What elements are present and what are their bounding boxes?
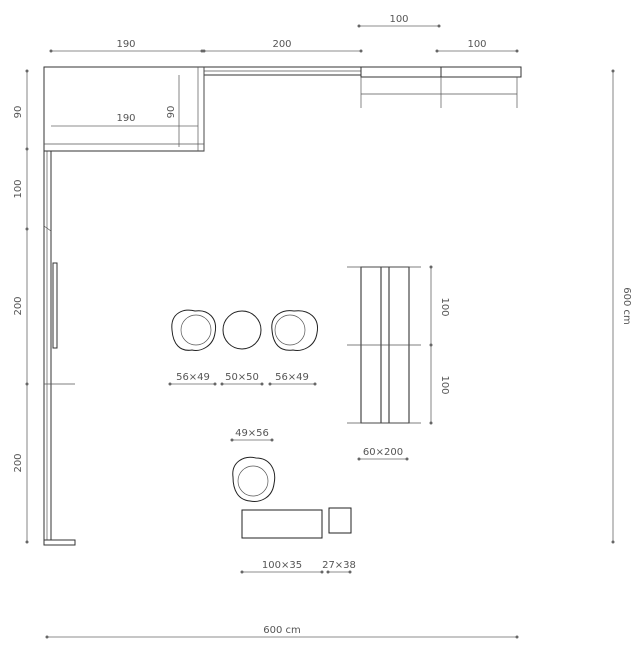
dim-bottom-total: 600 cm — [263, 625, 301, 636]
furniture — [171, 266, 421, 539]
armchair-2 — [271, 310, 318, 351]
dim-chair-1: 56×49 — [176, 372, 210, 383]
dim-right-total: 600 cm — [621, 287, 632, 325]
dimension-lines — [25, 24, 615, 639]
dim-chair-3: 49×56 — [235, 428, 269, 439]
dimension-labels: 190 200 100 100 190 90 90 100 200 200 10… — [13, 14, 632, 636]
dim-left-100: 100 — [13, 179, 24, 198]
dim-top-100-upper: 100 — [389, 14, 408, 25]
dim-stool: 27×38 — [322, 560, 356, 571]
left-wall-foot — [43, 539, 76, 546]
armchair-1 — [171, 309, 217, 351]
dim-left-200-b: 200 — [13, 453, 24, 472]
dim-top-100-lower: 100 — [467, 39, 486, 50]
top-right-cabinet-1 — [360, 66, 442, 78]
dim-chair-2: 56×49 — [275, 372, 309, 383]
dim-bench: 60×200 — [363, 447, 403, 458]
dim-top-190: 190 — [116, 39, 135, 50]
armchair-3 — [232, 456, 276, 502]
dim-sofa: 100×35 — [262, 560, 302, 571]
dim-top-200: 200 — [272, 39, 291, 50]
top-right-cabinet-2 — [440, 66, 522, 78]
dim-left-90: 90 — [13, 106, 24, 119]
dim-inner-90: 90 — [166, 106, 177, 119]
dim-table-1: 50×50 — [225, 372, 259, 383]
storage-block-190x90 — [43, 66, 205, 152]
bench-60x200 — [347, 266, 421, 424]
stool-27x38 — [328, 507, 352, 534]
dim-bench-100-b: 100 — [439, 375, 450, 394]
dim-inner-190: 190 — [116, 113, 135, 124]
dim-bench-100-a: 100 — [439, 297, 450, 316]
wall-structure — [43, 66, 522, 546]
left-wall-panel — [52, 262, 58, 349]
dim-left-200-a: 200 — [13, 296, 24, 315]
sofa-100x35 — [241, 509, 323, 539]
side-table — [222, 310, 262, 350]
